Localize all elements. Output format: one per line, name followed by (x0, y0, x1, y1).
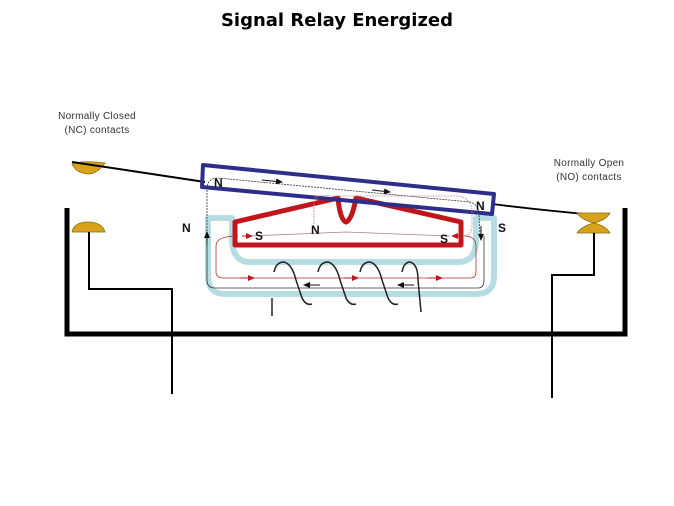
diagram-title: Signal Relay Energized (220, 10, 454, 31)
nc-label-line2: (NC) contacts (64, 125, 130, 136)
no-label-line2: (NO) contacts (556, 172, 622, 183)
pole-armature-right: N (476, 199, 485, 213)
permanent-magnet (232, 195, 464, 248)
armature (200, 163, 496, 216)
pole-magnet-center: N (311, 223, 320, 237)
coil-turn-2 (317, 261, 357, 306)
nc-spring-arm (71, 161, 206, 183)
pole-magnet-right: S (440, 232, 448, 246)
pole-magnet-left: S (255, 229, 263, 243)
flux-line-magnet-inner (249, 231, 451, 237)
flux-line-armature (206, 177, 481, 240)
flux-line-outer (206, 236, 485, 289)
no-spring-arm (491, 203, 586, 215)
no-contacts-label: Normally Open (NO) contacts (536, 157, 642, 185)
flux-arrow-1 (261, 178, 283, 185)
nc-terminal-wire (88, 232, 173, 394)
nc-fixed-contact (71, 221, 106, 233)
pole-armature-left: N (214, 176, 223, 190)
no-moving-contact (576, 212, 611, 224)
flux-arrow-2 (371, 188, 391, 195)
no-fixed-contact (576, 222, 611, 234)
coil-turn-4 (401, 261, 422, 313)
no-label-line1: Normally Open (553, 158, 625, 169)
flux-line-magnet-top (313, 195, 473, 237)
relay-frame (64, 208, 628, 337)
coil-turn-1 (273, 261, 313, 306)
electromagnet-core (205, 215, 497, 297)
pole-core-left: N (182, 221, 191, 235)
coil-turn-3 (359, 261, 399, 306)
nc-label-line1: Normally Closed (58, 111, 136, 122)
pole-core-right: S (498, 221, 506, 235)
nc-contacts-label: Normally Closed (NC) contacts (44, 110, 150, 138)
no-terminal-wire (551, 233, 595, 398)
